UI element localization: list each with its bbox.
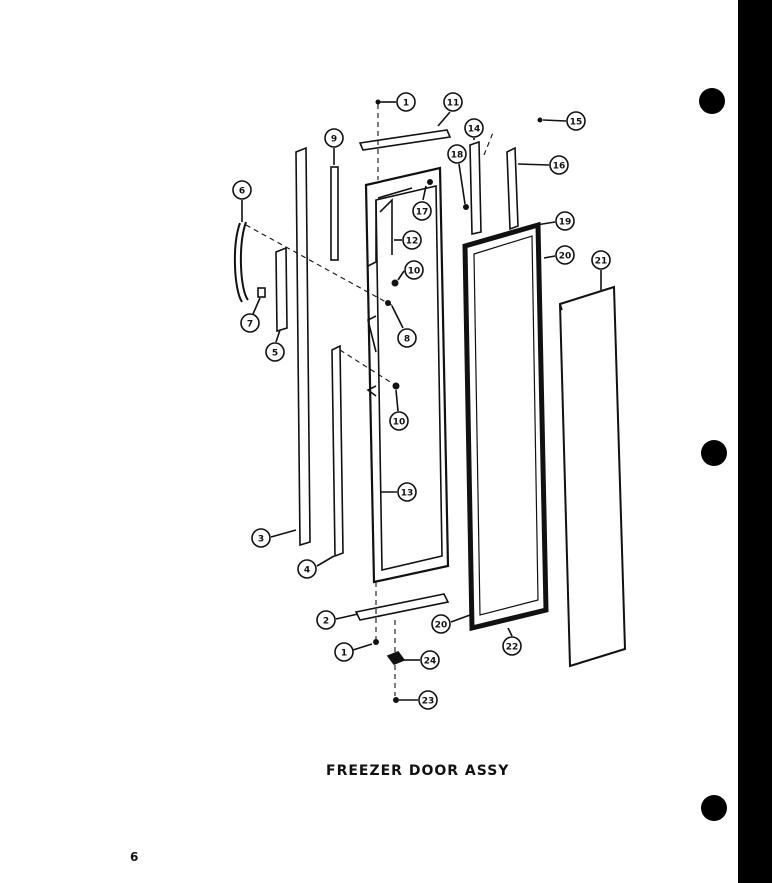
part-door-handle xyxy=(233,221,249,303)
svg-text:5: 5 xyxy=(272,349,278,359)
screw-18 xyxy=(463,204,469,210)
callout-24: 24 xyxy=(404,650,440,670)
svg-text:16: 16 xyxy=(553,162,566,172)
callout-20-top: 20 xyxy=(543,245,575,265)
svg-text:9: 9 xyxy=(331,135,337,145)
svg-text:21: 21 xyxy=(595,257,608,267)
part-hinge-strip xyxy=(295,146,311,547)
callout-21: 21 xyxy=(591,250,611,290)
callout-19: 19 xyxy=(535,211,575,231)
binder-hole-top xyxy=(699,88,725,114)
callout-10-upper: 10 xyxy=(397,260,424,281)
svg-text:18: 18 xyxy=(451,151,464,161)
scan-edge-bar xyxy=(738,0,772,883)
callout-11: 11 xyxy=(437,92,463,127)
svg-text:6: 6 xyxy=(239,187,245,197)
align-line-handle xyxy=(245,224,396,308)
part-handle-mount xyxy=(275,246,288,333)
svg-text:20: 20 xyxy=(559,252,572,262)
align-line-mid xyxy=(339,349,396,386)
callout-4: 4 xyxy=(297,555,335,579)
svg-text:4: 4 xyxy=(304,566,310,576)
svg-text:15: 15 xyxy=(570,118,583,128)
part-door-liner-inner xyxy=(375,184,443,572)
screw-8 xyxy=(385,300,391,306)
svg-text:23: 23 xyxy=(422,697,435,707)
screw-10b xyxy=(392,382,400,390)
svg-text:8: 8 xyxy=(404,335,410,345)
part-lower-liner-strip xyxy=(331,344,344,558)
svg-text:2: 2 xyxy=(323,617,329,627)
svg-text:7: 7 xyxy=(247,320,253,330)
svg-text:13: 13 xyxy=(401,489,414,499)
part-liner-ribs xyxy=(366,187,413,397)
part-door-liner xyxy=(364,166,450,584)
svg-text:10: 10 xyxy=(393,418,406,428)
part-outer-door-panel xyxy=(558,285,627,668)
svg-text:22: 22 xyxy=(506,643,519,653)
callout-20-bottom: 20 xyxy=(431,614,471,634)
page-number: 6 xyxy=(130,850,139,864)
svg-text:14: 14 xyxy=(468,125,481,135)
part-handle-clip xyxy=(257,287,266,298)
screw-23 xyxy=(393,697,399,703)
callout-9: 9 xyxy=(324,128,344,165)
svg-text:11: 11 xyxy=(447,99,460,109)
callout-3: 3 xyxy=(251,528,297,548)
svg-text:24: 24 xyxy=(424,657,437,667)
svg-text:10: 10 xyxy=(408,267,421,277)
part-top-strip xyxy=(358,129,452,151)
callout-12: 12 xyxy=(394,230,422,250)
callout-13: 13 xyxy=(380,482,417,502)
diagram-title: FREEZER DOOR ASSY xyxy=(326,763,510,779)
callout-10-lower: 10 xyxy=(389,389,409,431)
callout-5: 5 xyxy=(265,329,285,362)
align-line-hinge xyxy=(483,129,495,156)
callout-23: 23 xyxy=(399,690,438,710)
callout-1-bottom: 1 xyxy=(334,642,373,662)
callout-17: 17 xyxy=(412,185,432,221)
screw-10a xyxy=(391,279,399,287)
svg-text:19: 19 xyxy=(559,218,572,228)
part-bottom-strip xyxy=(354,593,450,621)
part-upper-liner-strip xyxy=(330,166,339,261)
screw-17 xyxy=(427,179,433,185)
callout-15: 15 xyxy=(542,111,586,131)
callout-14: 14 xyxy=(464,118,484,140)
svg-text:12: 12 xyxy=(406,237,419,247)
callout-16: 16 xyxy=(517,155,569,175)
part-cam xyxy=(386,651,406,665)
svg-text:1: 1 xyxy=(403,99,409,109)
part-outer-panel-edge xyxy=(559,303,563,311)
screw-bottom xyxy=(373,639,379,645)
part-hinge-bracket xyxy=(469,140,482,235)
binder-hole-bottom xyxy=(701,795,727,821)
callout-18-top: 18 xyxy=(447,144,467,205)
part-side-trim xyxy=(506,146,519,231)
callout-6: 6 xyxy=(232,180,252,222)
screw-top xyxy=(375,99,381,105)
svg-text:17: 17 xyxy=(416,208,429,218)
svg-text:20: 20 xyxy=(435,621,448,631)
callout-2: 2 xyxy=(316,610,359,630)
callout-1-top: 1 xyxy=(380,92,416,112)
svg-text:3: 3 xyxy=(258,535,264,545)
part-door-gasket xyxy=(462,221,549,632)
screw-15 xyxy=(537,117,543,123)
callout-7: 7 xyxy=(240,297,261,333)
binder-hole-middle xyxy=(701,440,727,466)
callout-8: 8 xyxy=(391,305,417,348)
svg-text:1: 1 xyxy=(341,649,347,659)
part-door-gasket-inner xyxy=(473,235,539,616)
callout-22: 22 xyxy=(502,627,522,656)
